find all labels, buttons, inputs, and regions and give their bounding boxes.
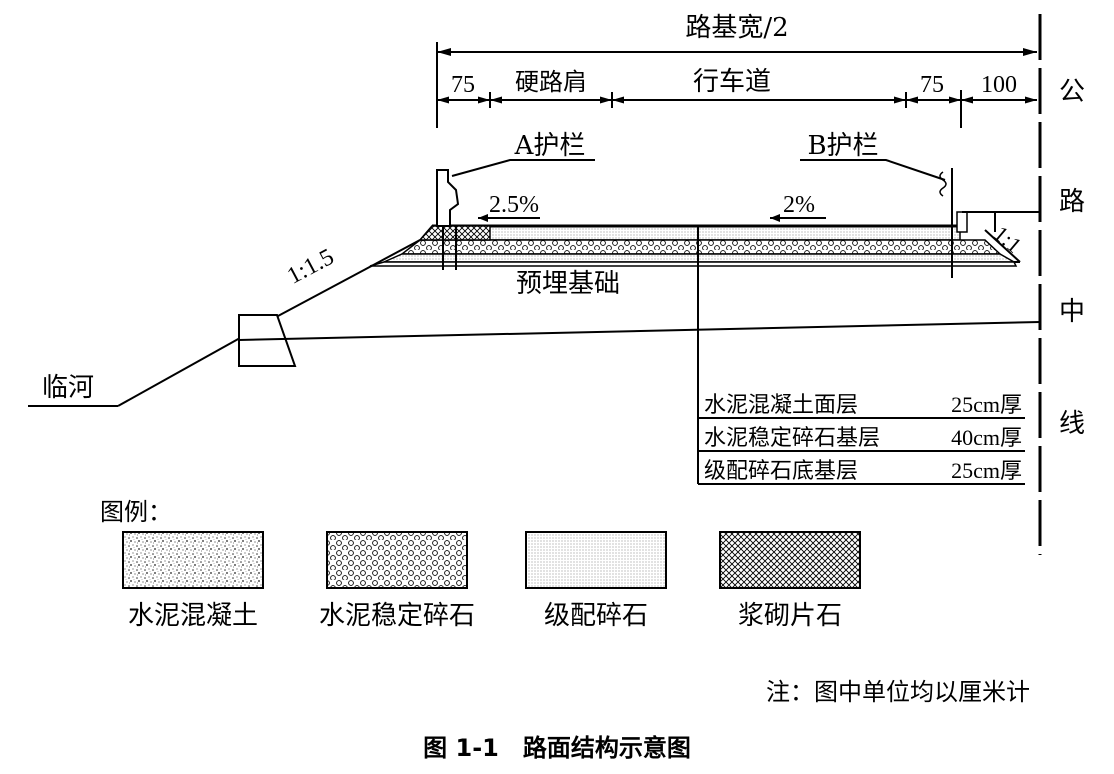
centerline-char-3: 中 bbox=[1059, 297, 1085, 327]
layer-thickness-3: 25cm厚 bbox=[951, 458, 1022, 483]
centerline-char-1: 公 bbox=[1059, 77, 1085, 107]
figure-caption: 图 1-1 路面结构示意图 bbox=[423, 734, 691, 762]
legend bbox=[122, 531, 861, 589]
slope-carriageway-label: 2% bbox=[783, 192, 815, 218]
guardrail-a-label: A护栏 bbox=[514, 131, 586, 161]
surface-layer bbox=[418, 225, 961, 241]
legend-swatch-stabilized-gravel bbox=[326, 531, 468, 589]
dimension-right-offset: 75 bbox=[920, 72, 944, 98]
layer-thickness-1: 25cm厚 bbox=[951, 392, 1022, 417]
dimension-left-offset: 75 bbox=[451, 72, 475, 98]
slope-arrows bbox=[478, 214, 826, 222]
guardrail-a bbox=[436, 159, 595, 270]
layer-table bbox=[697, 226, 1025, 485]
foundation-label: 预埋基础 bbox=[516, 269, 620, 299]
guardrail-b bbox=[800, 159, 1040, 278]
slope-embankment-label: 1:1.5 bbox=[283, 244, 338, 290]
river-label: 临河 bbox=[42, 373, 94, 403]
legend-label-concrete: 水泥混凝土 bbox=[128, 601, 258, 631]
dimension-total-label: 路基宽/2 bbox=[685, 13, 788, 43]
layer-name-1: 水泥混凝土面层 bbox=[704, 393, 858, 418]
pavement-structure bbox=[369, 224, 1021, 267]
dimension-carriageway: 行车道 bbox=[693, 67, 771, 97]
legend-swatch-concrete bbox=[122, 531, 264, 589]
legend-label-masonry: 浆砌片石 bbox=[738, 601, 842, 631]
centerline-char-4: 线 bbox=[1059, 409, 1085, 439]
dimension-median: 100 bbox=[981, 72, 1017, 98]
legend-swatch-graded-gravel bbox=[525, 531, 667, 589]
centerline-char-2: 路 bbox=[1059, 187, 1085, 217]
layer-name-2: 水泥稳定碎石基层 bbox=[704, 426, 880, 451]
legend-title: 图例： bbox=[100, 498, 172, 526]
legend-label-graded-gravel: 级配碎石 bbox=[544, 601, 648, 631]
embankment bbox=[28, 239, 1041, 407]
slope-shoulder-label: 2.5% bbox=[489, 192, 539, 218]
units-note: 注：图中单位均以厘米计 bbox=[766, 678, 1030, 706]
dimension-lines bbox=[436, 42, 1037, 128]
retaining-wall bbox=[238, 314, 297, 367]
layer-name-3: 级配碎石底基层 bbox=[704, 459, 858, 484]
legend-label-stabilized-gravel: 水泥稳定碎石 bbox=[319, 601, 475, 631]
dimension-hard-shoulder: 硬路肩 bbox=[515, 68, 587, 96]
legend-swatch-masonry bbox=[719, 531, 861, 589]
base-layer bbox=[399, 239, 1002, 255]
guardrail-b-label: B护栏 bbox=[807, 131, 878, 161]
layer-thickness-2: 40cm厚 bbox=[951, 425, 1022, 450]
